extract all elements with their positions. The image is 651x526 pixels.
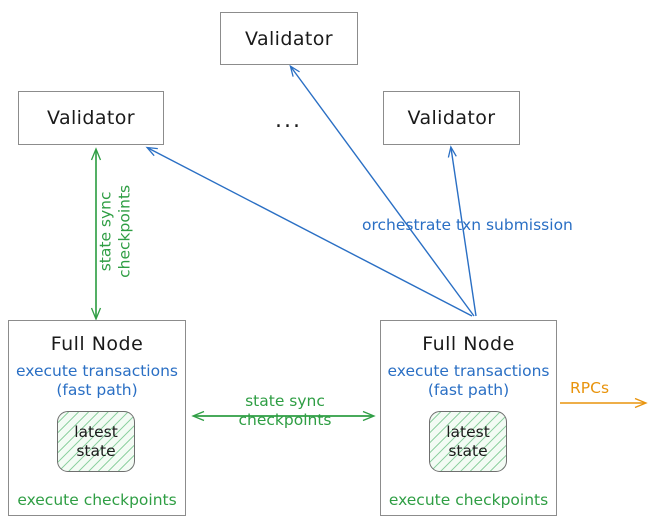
full-node-left-exec-checkpoints: execute checkpoints xyxy=(17,491,177,509)
full-node-right-exec-line1: execute transactions xyxy=(387,362,550,380)
full-node-right-state-line1: latest xyxy=(446,422,490,441)
full-node-left-exec-line1: execute transactions xyxy=(15,362,179,380)
full-node-left-exec-line2: (fast path) xyxy=(56,380,138,399)
full-node-left-state-line2: state xyxy=(76,441,116,460)
state-sync-horizontal-label: state sync checkpoints xyxy=(215,392,355,431)
full-node-left[interactable]: Full Node execute transactions (fast pat… xyxy=(8,320,186,516)
arrow-fullnode-to-validator-right xyxy=(447,145,477,317)
state-sync-vertical-line2: checkpoints xyxy=(116,184,134,278)
validator-right-label: Validator xyxy=(407,107,496,129)
full-node-right-exec-transactions: execute transactions (fast path) xyxy=(387,362,549,400)
state-sync-vertical-label: state sync checkpoints xyxy=(97,161,136,301)
validators-ellipsis: ... xyxy=(275,108,302,133)
full-node-right-title: Full Node xyxy=(422,333,515,355)
state-sync-vertical-line1: state sync xyxy=(96,191,115,272)
validator-left-label: Validator xyxy=(47,107,135,129)
arrow-fullnode-to-validator-left xyxy=(145,146,473,317)
validator-node-left[interactable]: Validator xyxy=(18,91,164,145)
full-node-right-exec-line2: (fast path) xyxy=(427,380,510,399)
state-sync-horizontal-line2: checkpoints xyxy=(238,411,332,430)
validator-top-label: Validator xyxy=(245,27,333,50)
rpcs-label: RPCs xyxy=(570,379,610,397)
full-node-right-latest-state[interactable]: latest state xyxy=(429,411,507,472)
state-sync-horizontal-line1: state sync xyxy=(245,392,325,410)
full-node-right-exec-checkpoints: execute checkpoints xyxy=(388,491,549,509)
validator-node-right[interactable]: Validator xyxy=(383,91,520,145)
validator-node-top[interactable]: Validator xyxy=(220,12,358,65)
full-node-left-title: Full Node xyxy=(50,333,144,355)
orchestrate-txn-submission-label: orchestrate txn submission xyxy=(362,216,573,234)
full-node-left-exec-transactions: execute transactions (fast path) xyxy=(16,362,178,400)
arrow-fullnode-to-validator-top xyxy=(289,64,475,317)
full-node-right[interactable]: Full Node execute transactions (fast pat… xyxy=(380,320,557,516)
full-node-left-latest-state[interactable]: latest state xyxy=(57,411,135,472)
full-node-left-state-line1: latest xyxy=(74,422,118,441)
full-node-right-state-line2: state xyxy=(448,441,488,460)
